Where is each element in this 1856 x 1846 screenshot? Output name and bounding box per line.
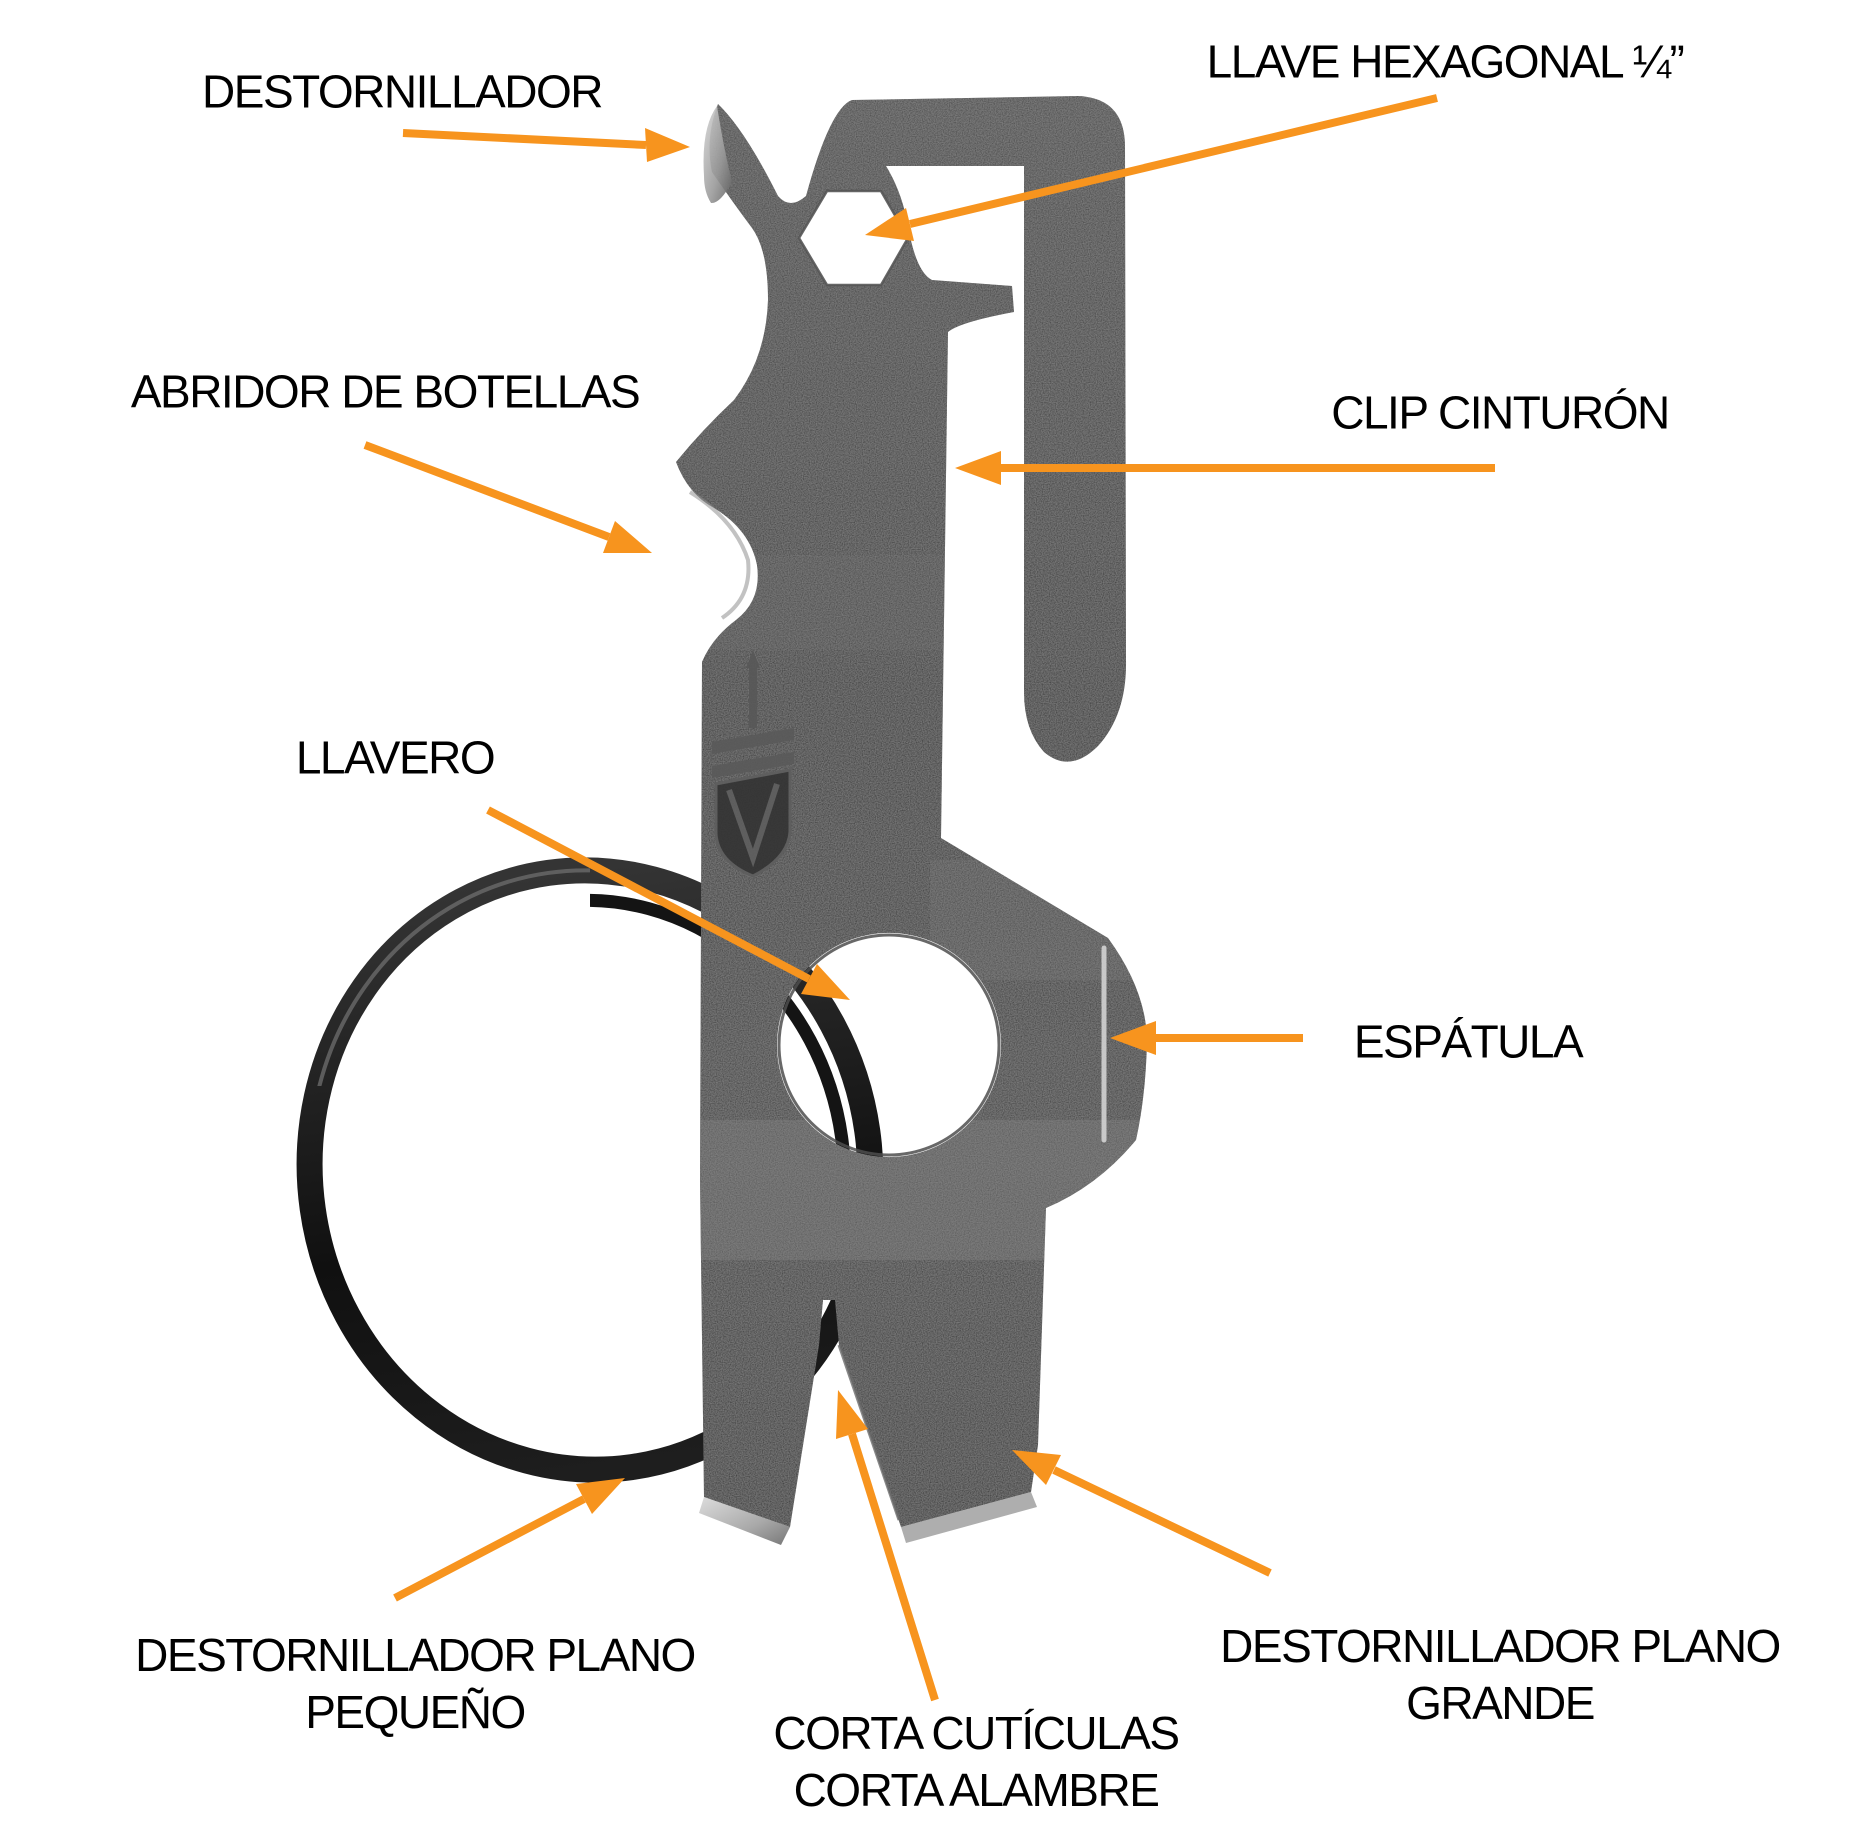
arrow-hex-wrench bbox=[865, 94, 1438, 241]
label-text-line1: DESTORNILLADOR PLANO bbox=[1220, 1620, 1781, 1672]
label-hex-wrench: LLAVE HEXAGONAL ¼” bbox=[1206, 34, 1685, 91]
arrow-large-flat-screwdriver bbox=[1012, 1450, 1272, 1577]
large-flat-screwdriver-edge bbox=[901, 1492, 1037, 1543]
arrow-belt-clip bbox=[955, 451, 1495, 485]
small-flat-screwdriver-edge bbox=[699, 1497, 790, 1545]
label-text-line2: GRANDE bbox=[1406, 1677, 1595, 1729]
label-text: DESTORNILLADOR bbox=[202, 65, 603, 118]
bottle-opener-notch bbox=[688, 490, 751, 620]
label-cuticle-wire-cutter: CORTA CUTÍCULAS CORTA ALAMBRE bbox=[773, 1705, 1180, 1819]
label-spatula: ESPÁTULA bbox=[1353, 1014, 1584, 1071]
split-ring-inner-wire bbox=[590, 893, 851, 1200]
label-text: ESPÁTULA bbox=[1353, 1015, 1584, 1068]
label-screwdriver: DESTORNILLADOR bbox=[202, 64, 603, 121]
arrow-cuticle-wire-cutter bbox=[836, 1390, 939, 1702]
label-bottle-opener: ABRIDOR DE BOTELLAS bbox=[130, 364, 641, 421]
label-text-line1: DESTORNILLADOR PLANO bbox=[135, 1629, 696, 1681]
label-text: ABRIDOR DE BOTELLAS bbox=[130, 365, 641, 418]
label-keyring: LLAVERO bbox=[295, 730, 496, 787]
gerber-logo bbox=[712, 650, 794, 878]
label-text-line1: CORTA CUTÍCULAS bbox=[773, 1707, 1180, 1759]
label-text-line2: PEQUEÑO bbox=[305, 1686, 526, 1738]
label-text: CLIP CINTURÓN bbox=[1331, 386, 1670, 439]
label-text-line2: CORTA ALAMBRE bbox=[793, 1764, 1160, 1816]
label-large-flat-screwdriver: DESTORNILLADOR PLANO GRANDE bbox=[1220, 1618, 1781, 1732]
callout-arrows bbox=[363, 94, 1495, 1702]
label-belt-clip: CLIP CINTURÓN bbox=[1331, 385, 1670, 442]
arrow-bottle-opener bbox=[363, 441, 652, 553]
multitool-body bbox=[676, 96, 1147, 1527]
keyring-hole bbox=[777, 933, 1001, 1157]
hex-hole bbox=[797, 189, 910, 287]
arrow-spatula bbox=[1110, 1021, 1303, 1055]
screwdriver-tip bbox=[703, 106, 732, 204]
wire-cutter-notch bbox=[837, 1344, 901, 1521]
label-text: LLAVERO bbox=[295, 731, 496, 784]
arrow-keyring bbox=[486, 806, 850, 1000]
arrow-small-flat-screwdriver bbox=[393, 1478, 625, 1602]
label-small-flat-screwdriver: DESTORNILLADOR PLANO PEQUEÑO bbox=[135, 1627, 696, 1741]
arrow-screwdriver bbox=[402, 128, 690, 162]
split-ring bbox=[296, 857, 884, 1483]
label-text: LLAVE HEXAGONAL ¼” bbox=[1206, 35, 1685, 88]
